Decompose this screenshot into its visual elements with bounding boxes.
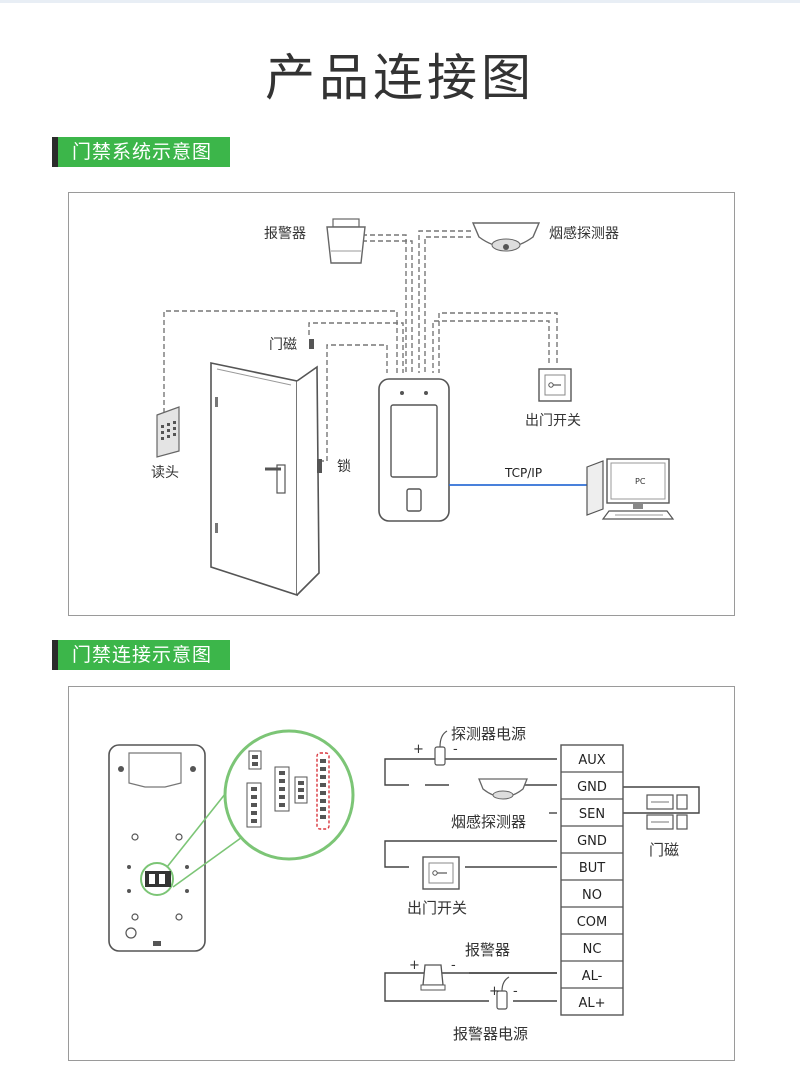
exit-button-label-2: 出门开关 (407, 899, 467, 917)
terminal-zoom-icon (223, 729, 355, 861)
alarm-power-minus: - (513, 984, 518, 999)
terminal-label: COM (577, 915, 608, 930)
access-terminal-icon (378, 378, 450, 522)
exit-button-icon-2 (422, 856, 460, 890)
alarm-power-icon (496, 976, 510, 1010)
lock-icon (317, 459, 322, 473)
terminal-label: NO (582, 888, 602, 903)
top-divider (0, 0, 800, 3)
lock-label: 锁 (337, 459, 351, 475)
door-sensor-label-2: 门磁 (649, 841, 679, 859)
pc-label: PC (635, 477, 646, 486)
exit-button-icon (538, 368, 572, 402)
alarm-label: 报警器 (264, 226, 306, 242)
card-reader-label: 读头 (151, 464, 179, 481)
detector-power-minus: - (453, 742, 458, 757)
terminal-label: AUX (578, 753, 605, 768)
section-access-wiring-tag: 门禁连接示意图 (52, 640, 231, 670)
smoke-detector-icon-2 (478, 778, 528, 800)
detector-power-plus: + (413, 742, 424, 757)
page-title: 产品连接图 (265, 49, 535, 107)
smoke-detector-label-2: 烟感探测器 (451, 813, 526, 831)
access-wiring-diagram: 探测器电源 + - 烟感探测器 出门开关 报警器 + - + - 报警器电源 A… (108, 725, 700, 1043)
terminal-label: AL+ (578, 996, 605, 1011)
alarm-power-plus: + (489, 984, 500, 999)
exit-button-label: 出门开关 (525, 413, 581, 429)
card-reader-icon (156, 406, 180, 458)
dashed-wires (163, 230, 558, 462)
detector-power-icon (434, 730, 448, 766)
alarm-label-2: 报警器 (465, 941, 510, 959)
alarm-power-label: 报警器电源 (453, 1025, 528, 1043)
access-wiring-panel: 探测器电源 + - 烟感探测器 出门开关 报警器 + - + - 报警器电源 A… (68, 686, 735, 1061)
pc-icon (586, 458, 675, 520)
access-system-panel: 报警器 烟感探测器 读头 门磁 锁 (68, 192, 735, 616)
terminal-label: GND (577, 780, 607, 795)
door-sensor-icon (309, 339, 314, 349)
terminal-label: AL- (582, 969, 603, 984)
section-access-system-tag: 门禁系统示意图 (52, 137, 231, 167)
terminal-block: AUX GND SEN GND BUT NO COM NC AL- AL+ (560, 744, 624, 1016)
smoke-detector-label: 烟感探测器 (549, 225, 619, 242)
alarm-icon-2 (420, 964, 446, 991)
alarm-icon (326, 218, 366, 264)
network-label: TCP/IP (504, 466, 542, 480)
door-icon (210, 339, 322, 597)
terminal-label: SEN (579, 807, 605, 822)
alarm-minus: - (451, 958, 456, 973)
door-sensor-icon-2 (646, 794, 688, 830)
section-access-system-title: 门禁系统示意图 (58, 137, 231, 167)
access-system-diagram: 报警器 烟感探测器 读头 门磁 锁 (151, 218, 675, 597)
terminal-label: NC (583, 942, 602, 957)
zoom-line-bottom (172, 834, 246, 888)
section-access-wiring-title: 门禁连接示意图 (58, 640, 231, 670)
terminal-label: GND (577, 834, 607, 849)
smoke-detector-icon (471, 222, 541, 252)
terminal-label: BUT (579, 861, 605, 876)
door-sensor-label: 门磁 (269, 337, 297, 353)
detector-power-label: 探测器电源 (451, 725, 526, 743)
device-back-icon (108, 744, 206, 952)
alarm-plus: + (409, 958, 420, 973)
